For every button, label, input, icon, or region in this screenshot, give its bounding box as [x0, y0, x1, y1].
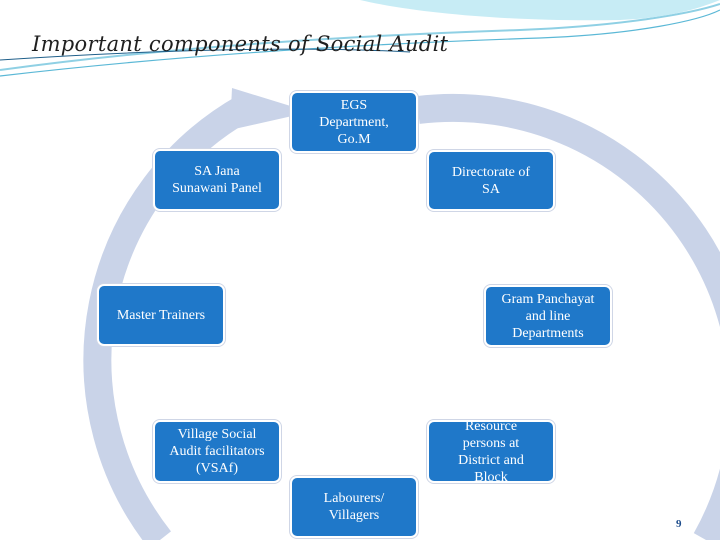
- node-labourers-villagers: Labourers/ Villagers: [292, 478, 416, 536]
- node-master-trainers: Master Trainers: [99, 286, 223, 344]
- header-swoosh: [0, 0, 720, 77]
- node-gram-panchayat: Gram Panchayat and line Departments: [486, 287, 610, 345]
- page-number: 9: [676, 518, 682, 530]
- node-egs-department: EGS Department, Go.M: [292, 93, 416, 151]
- node-vsaf: Village Social Audit facilitators (VSAf): [155, 422, 279, 481]
- node-jana-sunawani-panel: SA Jana Sunawani Panel: [155, 151, 279, 209]
- slide-title: Important components of Social Audit: [32, 32, 449, 56]
- node-resource-persons: Resource persons at District and Block: [429, 422, 553, 481]
- node-directorate-of-sa: Directorate of SA: [429, 152, 553, 209]
